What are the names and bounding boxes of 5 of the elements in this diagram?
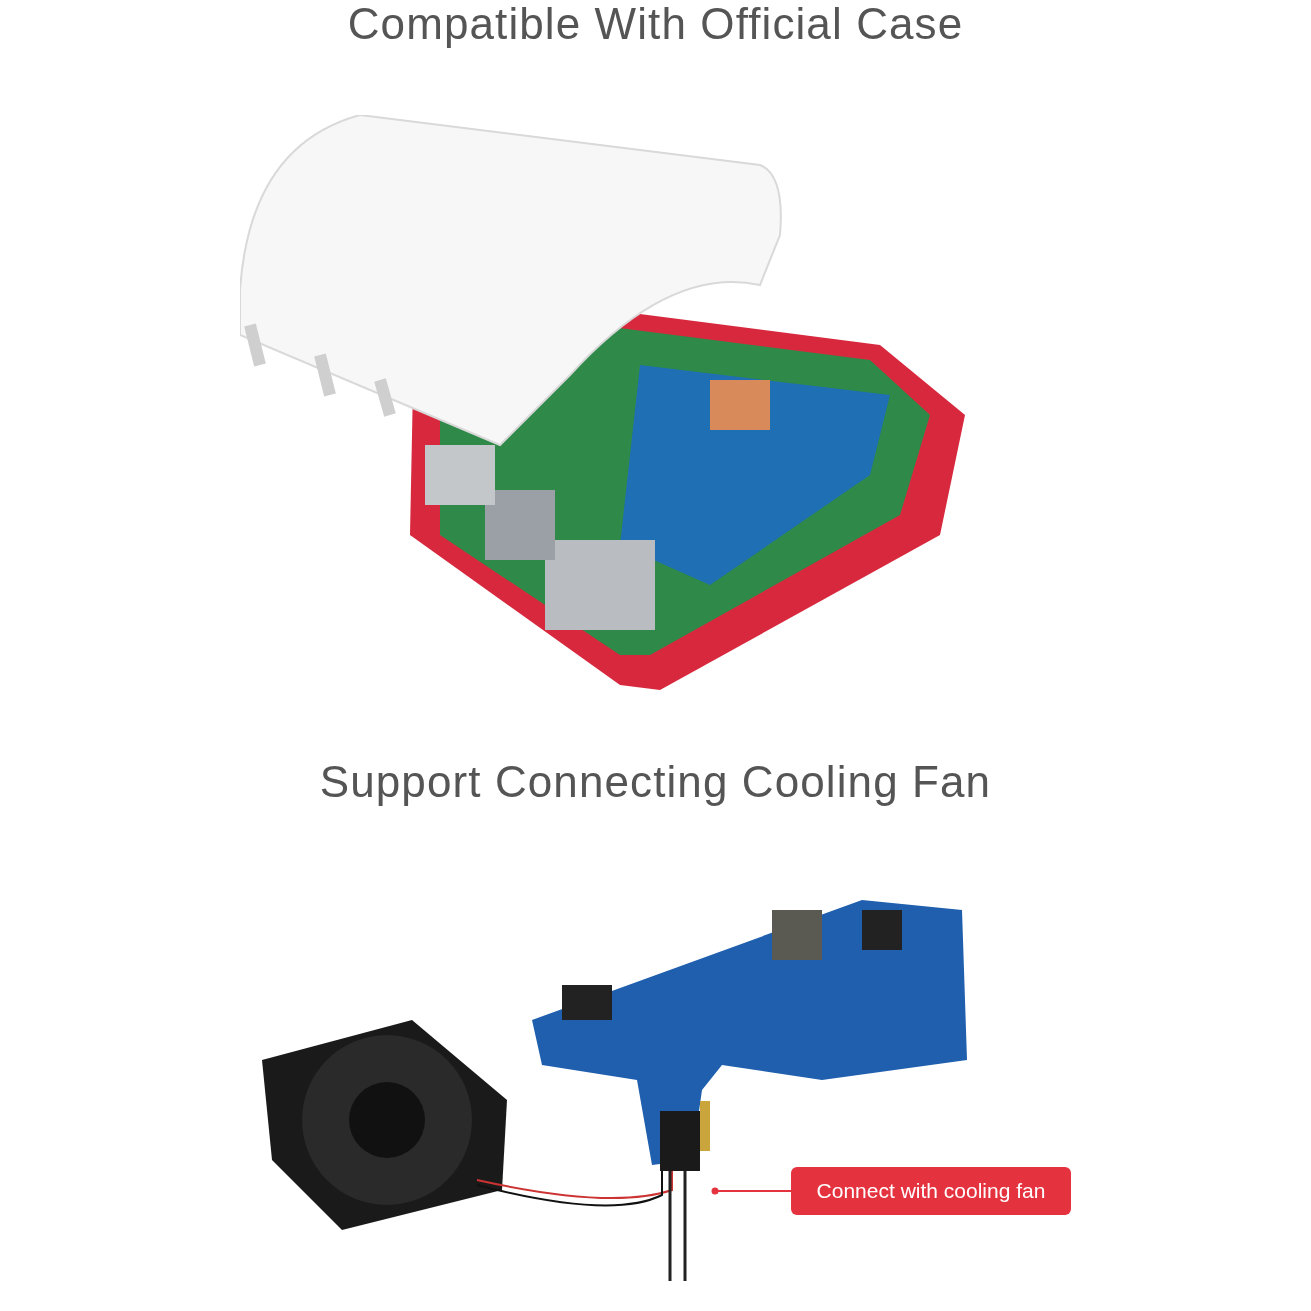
section-heading: Compatible With Official Case xyxy=(347,0,964,48)
section-heading: Support Connecting Cooling Fan xyxy=(319,758,992,806)
callout-box xyxy=(791,1167,1071,1215)
leader-line xyxy=(711,1187,792,1195)
callout-text: Connect with cooling fan xyxy=(816,1178,1046,1205)
